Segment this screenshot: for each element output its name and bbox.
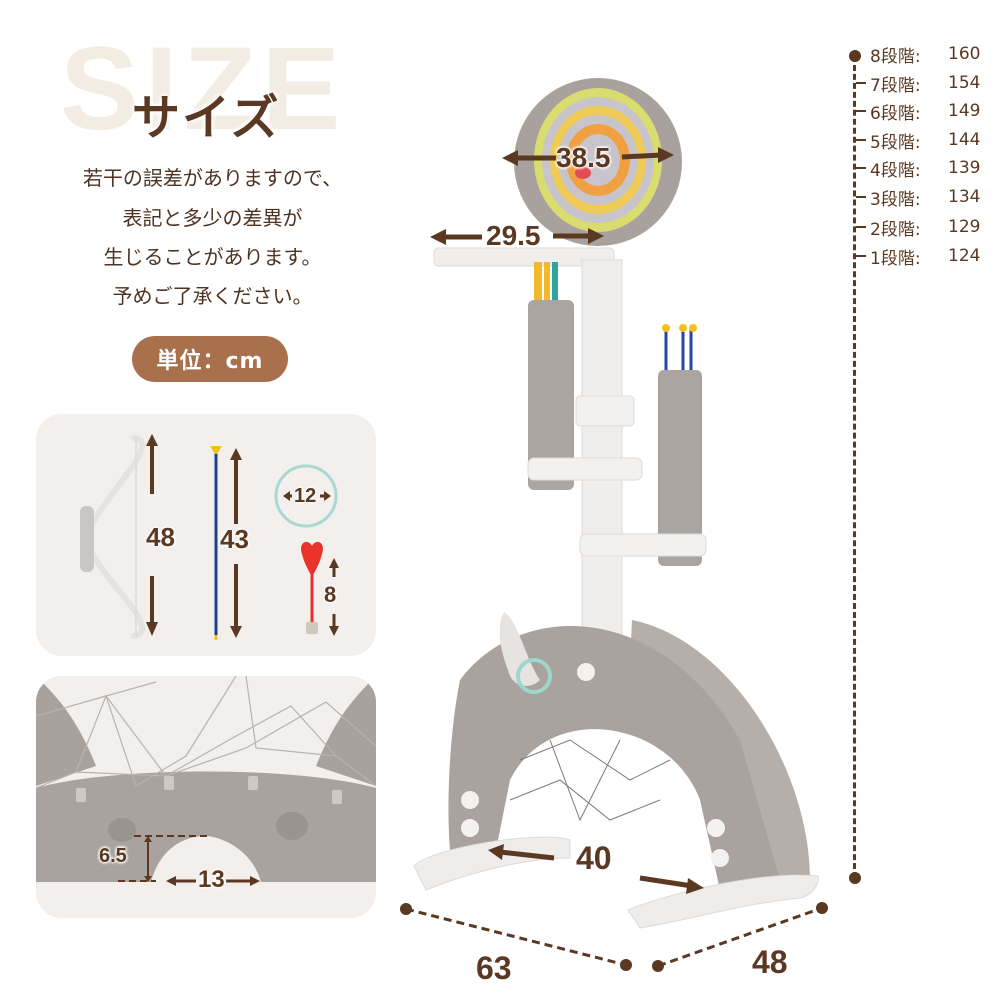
accessories-panel: 48 43 12 8 [36,414,376,656]
level-label: 5段階: [870,132,921,153]
base-detail-panel: 6.5 13 [36,676,376,918]
ring-diameter-label: 12 [294,485,317,507]
height-scale-bottom-dot [849,872,861,884]
level-label: 2段階: [870,219,921,240]
height-level-2: 2段階: 129 [856,217,981,240]
height-level-3: 3段階: 134 [856,187,981,210]
level-label: 6段階: [870,103,921,124]
inner-width-label: 40 [576,840,612,876]
height-scale-top-dot [849,50,861,62]
disclaimer-line-1: 若干の誤差がありますので、 [82,166,343,190]
unit-badge: 単位：cm [132,336,288,382]
base-detail-illustration [36,676,376,918]
target-diameter-label: 38.5 [556,142,611,173]
level-value: 124 [948,246,981,266]
disclaimer-line-3: 生じることがあります。 [103,245,322,269]
height-level-1: 1段階: 124 [856,246,981,269]
level-value: 129 [948,217,981,237]
level-value: 139 [948,158,981,178]
height-level-6: 6段階: 149 [856,101,981,124]
level-value: 160 [948,44,981,64]
level-value: 134 [948,187,981,207]
level-label: 8段階: [870,46,921,67]
height-level-5: 5段階: 144 [856,130,981,153]
level-value: 154 [948,73,981,93]
arch-height-label: 6.5 [99,845,127,867]
product-illustration [413,78,819,929]
height-level-7: 7段階: 154 [856,73,981,96]
level-label: 7段階: [870,75,921,96]
level-label: 4段階: [870,160,921,181]
level-label: 1段階: [870,248,921,269]
dart-length-label: 8 [324,582,337,607]
arrow-length-label: 43 [220,524,249,554]
level-value: 149 [948,101,981,121]
base-length-label: 63 [476,950,512,986]
accessories-illustration [80,434,339,640]
page-title: サイズ [132,90,281,146]
height-level-4: 4段階: 139 [856,158,981,181]
disclaimer-line-4: 予めご了承ください。 [112,284,313,308]
level-label: 3段階: [870,189,921,210]
bow-height-label: 48 [146,522,175,552]
size-background-word: SIZE [60,23,347,155]
base-depth-label: 48 [752,944,788,980]
shelf-width-label: 29.5 [486,220,541,251]
disclaimer-line-2: 表記と多少の差異が [122,206,303,230]
level-value: 144 [948,130,981,150]
height-scale-line [853,56,856,878]
height-level-8: 8段階: 160 [856,44,981,67]
arch-width-label: 13 [198,866,225,893]
